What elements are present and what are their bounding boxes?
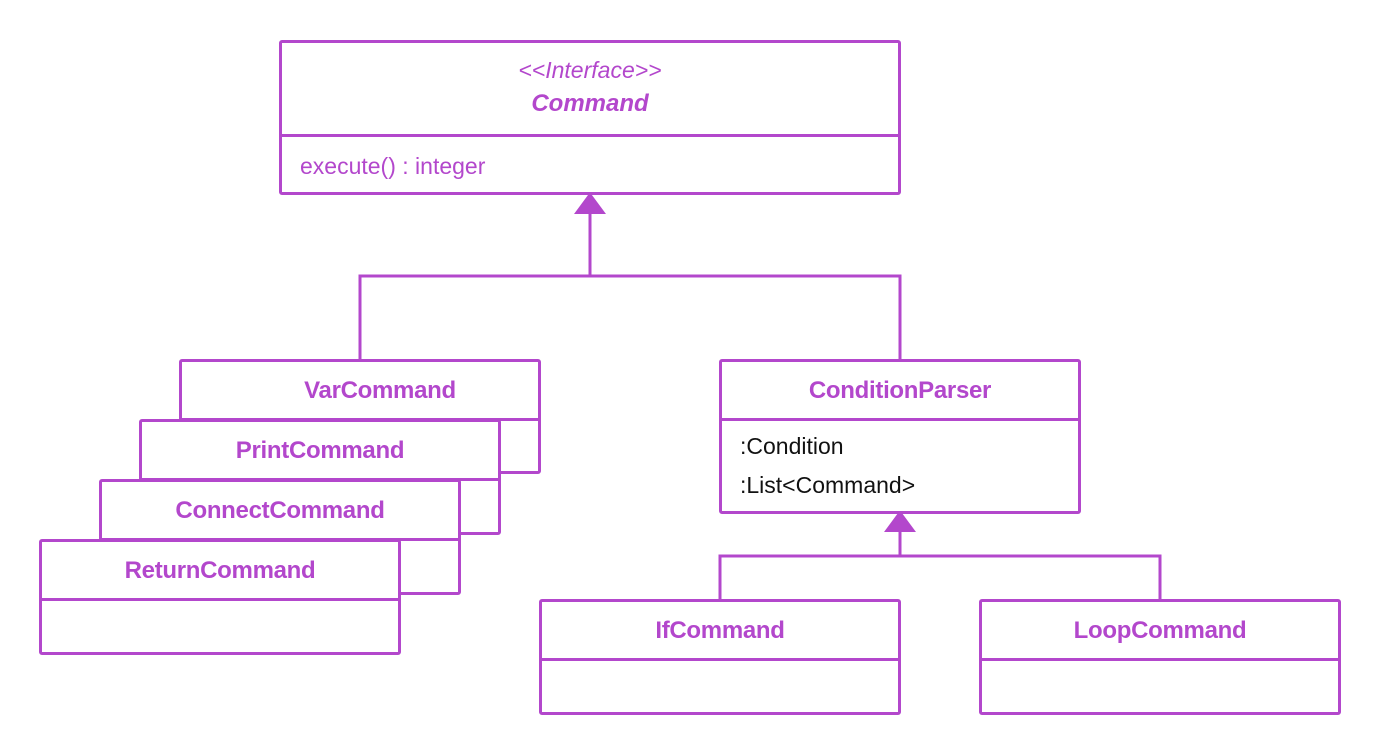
class-loopcommand-name: LoopCommand: [1073, 617, 1247, 644]
attribute-condition: :Condition: [740, 433, 844, 459]
class-ifcommand-box[interactable]: IfCommand: [539, 599, 901, 715]
interface-method: execute() : integer: [300, 153, 486, 179]
class-varcommand-name: VarCommand: [304, 377, 456, 404]
class-ifcommand-header: IfCommand: [542, 602, 898, 661]
class-connectcommand-header: ConnectCommand: [102, 482, 458, 541]
interface-methods: execute() : integer: [282, 137, 898, 180]
class-loopcommand-header: LoopCommand: [982, 602, 1338, 661]
class-conditionparser-attributes: :Condition :List<Command>: [722, 421, 1078, 499]
interface-stereotype: <<Interface>>: [518, 57, 662, 83]
class-printcommand-header: PrintCommand: [142, 422, 498, 481]
class-conditionparser-header: ConditionParser: [722, 362, 1078, 421]
interface-header: <<Interface>> Command: [282, 43, 898, 137]
class-connectcommand-name: ConnectCommand: [175, 497, 385, 524]
class-varcommand-header: VarCommand: [182, 362, 538, 421]
class-loopcommand-box[interactable]: LoopCommand: [979, 599, 1341, 715]
class-returncommand-box[interactable]: ReturnCommand: [39, 539, 401, 655]
class-returncommand-header: ReturnCommand: [42, 542, 398, 601]
class-printcommand-name: PrintCommand: [235, 437, 405, 464]
class-returncommand-name: ReturnCommand: [124, 557, 316, 584]
connector-conditionparser-children: [718, 554, 1162, 600]
interface-command-box[interactable]: <<Interface>> Command execute() : intege…: [279, 40, 901, 195]
class-conditionparser-name: ConditionParser: [808, 377, 992, 404]
inheritance-arrow-conditionparser-icon: [884, 510, 916, 532]
class-ifcommand-name: IfCommand: [655, 617, 785, 644]
attribute-command-list: :List<Command>: [740, 472, 916, 498]
connector-command-children: [358, 274, 902, 360]
interface-name: Command: [531, 90, 649, 117]
inheritance-arrow-command-icon: [574, 192, 606, 214]
class-conditionparser-box[interactable]: ConditionParser :Condition :List<Command…: [719, 359, 1081, 514]
